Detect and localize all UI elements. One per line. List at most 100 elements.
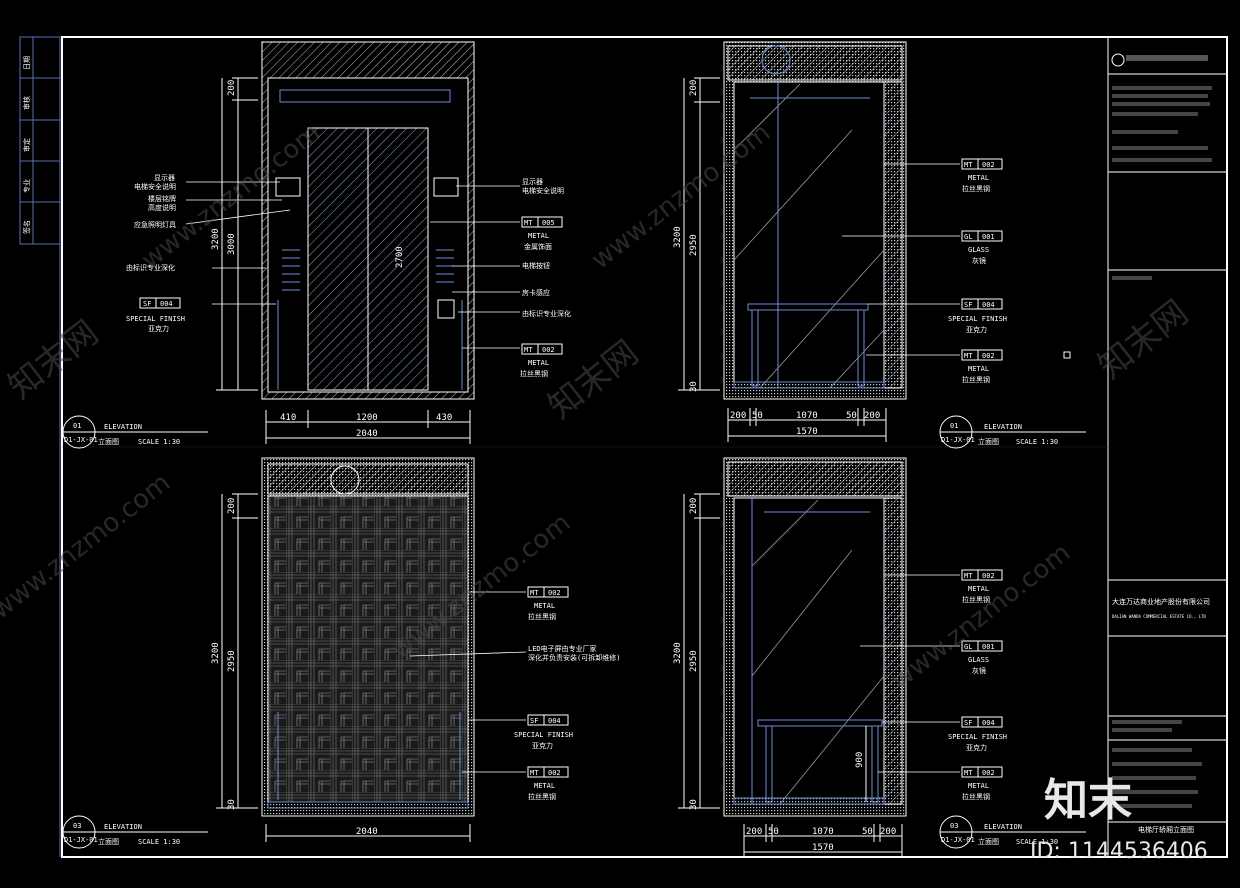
v3-dim-v-2: 2950 [227, 650, 237, 672]
svg-text:METAL: METAL [528, 359, 549, 367]
v3-mt-bottom-tag: MT 002 METAL 拉丝黑钢 [527, 766, 569, 801]
svg-text:METAL: METAL [968, 782, 989, 790]
svg-text:拉丝黑钢: 拉丝黑钢 [962, 595, 990, 604]
strip-row-4: 专业 [22, 179, 31, 193]
v2-sf-tag: SF 004 SPECIAL FINISH 亚克力 [948, 298, 1007, 334]
elevation-02: 200 3200 2950 30 200 50 1070 50 200 1570 [673, 41, 1086, 449]
svg-text:拉丝黑钢: 拉丝黑钢 [520, 369, 548, 378]
v4-dim-h-1: 50 [768, 827, 779, 837]
v1-right-label-4: 由标识专业深化 [522, 309, 571, 318]
v3-led-note-0: LED电子屏由专业厂家 [528, 644, 597, 653]
watermark-brand-3: 知末网 [1091, 293, 1196, 387]
svg-text:亚克力: 亚克力 [966, 743, 987, 752]
svg-text:002: 002 [548, 769, 561, 777]
v3-dim-h-0: 2040 [356, 827, 378, 837]
v1-dim-h-2: 430 [436, 413, 452, 423]
v4-mt-bottom-tag: MT 002 METAL 拉丝黑钢 [961, 766, 1003, 801]
svg-text:ELEVATION: ELEVATION [984, 823, 1022, 831]
svg-text:004: 004 [982, 301, 995, 309]
svg-text:METAL: METAL [534, 782, 555, 790]
v4-gl-tag: GL 001 GLASS 灰镜 [961, 640, 1003, 675]
svg-text:MT: MT [964, 572, 973, 580]
elevation-04: 900 200 3200 2950 30 200 50 1070 50 200 … [673, 457, 1086, 858]
svg-text:METAL: METAL [528, 232, 549, 240]
elevation-02-glass [733, 81, 885, 389]
strip-row-2: 审核 [22, 96, 31, 110]
v3-mt-top-tag: MT 002 METAL 拉丝黑钢 [527, 586, 569, 621]
strip-row-1: 日期 [23, 56, 31, 70]
svg-text:MT: MT [964, 161, 973, 169]
v3-dim-v-3: 30 [227, 799, 237, 810]
svg-text:002: 002 [982, 161, 995, 169]
v1-left-label-3: 高度说明 [148, 203, 176, 212]
svg-text:立面图: 立面图 [98, 837, 119, 846]
svg-text:METAL: METAL [968, 174, 989, 182]
v4-dim-v-3: 900 [855, 752, 865, 768]
v2-dim-h-1: 50 [752, 411, 763, 421]
elevation-03-led-grid [267, 495, 469, 803]
svg-text:D1-JX-01: D1-JX-01 [941, 436, 975, 444]
approval-strip: 日期 审核 审定 专业 签名 [19, 36, 61, 857]
svg-text:004: 004 [548, 717, 561, 725]
svg-text:03: 03 [950, 822, 958, 830]
svg-text:ELEVATION: ELEVATION [104, 823, 142, 831]
svg-text:D1-JX-01: D1-JX-01 [941, 836, 975, 844]
svg-text:SCALE 1:30: SCALE 1:30 [138, 438, 180, 446]
id-watermark: ID: 1144536406 [1030, 839, 1208, 864]
svg-text:03: 03 [73, 822, 81, 830]
v1-dim-v-1: 3000 [227, 233, 237, 255]
v1-dim-h-0: 410 [280, 413, 296, 423]
v1-dim-h-1: 1200 [356, 413, 378, 423]
svg-text:SPECIAL FINISH: SPECIAL FINISH [514, 731, 573, 739]
v2-dim-h-2: 1070 [796, 411, 818, 421]
v1-left-label-5: 由标识专业深化 [126, 263, 175, 272]
v2-dim-v-3: 30 [689, 381, 699, 392]
svg-text:GLASS: GLASS [968, 656, 989, 664]
company-name-en: DALIAN WANDA COMMERCIAL ESTATE CO., LTD [1112, 614, 1207, 619]
svg-text:拉丝黑钢: 拉丝黑钢 [962, 184, 990, 193]
v2-mt-bottom-tag: MT 002 METAL 拉丝黑钢 [961, 349, 1003, 384]
v2-dim-h-0: 200 [730, 411, 746, 421]
svg-text:灰镜: 灰镜 [972, 256, 986, 265]
svg-text:002: 002 [542, 346, 555, 354]
v1-mt002-tag: MT 002 METAL 拉丝黑钢 [520, 343, 563, 378]
svg-text:MT: MT [530, 589, 539, 597]
svg-text:D1-JX-01: D1-JX-01 [64, 436, 98, 444]
v2-dim-v-0: 200 [689, 80, 699, 96]
v1-dim-v-3: 2700 [395, 246, 405, 268]
v2-dim-h-5: 1570 [796, 427, 818, 437]
svg-text:拉丝黑钢: 拉丝黑钢 [962, 375, 990, 384]
v3-dim-v-0: 200 [227, 498, 237, 514]
v1-title: 01 D1-JX-01 ELEVATION 立面图 SCALE 1:30 [62, 415, 208, 449]
svg-text:MT: MT [530, 769, 539, 777]
v2-mt-top-tag: MT 002 METAL 拉丝黑钢 [961, 158, 1003, 193]
svg-text:01: 01 [950, 422, 958, 430]
svg-text:004: 004 [982, 719, 995, 727]
v1-left-label-0: 显示器 [154, 174, 175, 182]
watermark-brand-2: 知末网 [541, 333, 646, 427]
svg-text:SF: SF [964, 301, 972, 309]
v1-right-label-3: 房卡感应 [522, 288, 550, 297]
v4-dim-h-2: 1070 [812, 827, 834, 837]
svg-text:SPECIAL FINISH: SPECIAL FINISH [948, 733, 1007, 741]
svg-text:SPECIAL FINISH: SPECIAL FINISH [948, 315, 1007, 323]
svg-text:立面图: 立面图 [978, 837, 999, 846]
svg-text:METAL: METAL [968, 585, 989, 593]
svg-text:SF: SF [530, 717, 538, 725]
svg-text:004: 004 [160, 300, 173, 308]
v1-dim-h-3: 2040 [356, 429, 378, 439]
v4-sf-tag: SF 004 SPECIAL FINISH 亚克力 [948, 716, 1007, 752]
v1-sf-tag: SF 004 SPECIAL FINISH 亚克力 [126, 297, 185, 333]
svg-text:拉丝黑钢: 拉丝黑钢 [962, 792, 990, 801]
v3-title: 03 D1-JX-01 ELEVATION 立面图 SCALE 1:30 [62, 815, 208, 849]
svg-text:001: 001 [982, 233, 995, 241]
svg-text:SF: SF [964, 719, 972, 727]
svg-text:立面图: 立面图 [98, 437, 119, 446]
svg-text:001: 001 [982, 643, 995, 651]
svg-text:MT: MT [524, 346, 533, 354]
v4-mt-top-tag: MT 002 METAL 拉丝黑钢 [961, 569, 1003, 604]
svg-text:GL: GL [964, 643, 972, 651]
v1-left-label-4: 应急照明灯具 [134, 220, 176, 229]
v1-dim-v-2: 3200 [211, 228, 221, 250]
v4-dim-v-1: 3200 [673, 642, 683, 664]
